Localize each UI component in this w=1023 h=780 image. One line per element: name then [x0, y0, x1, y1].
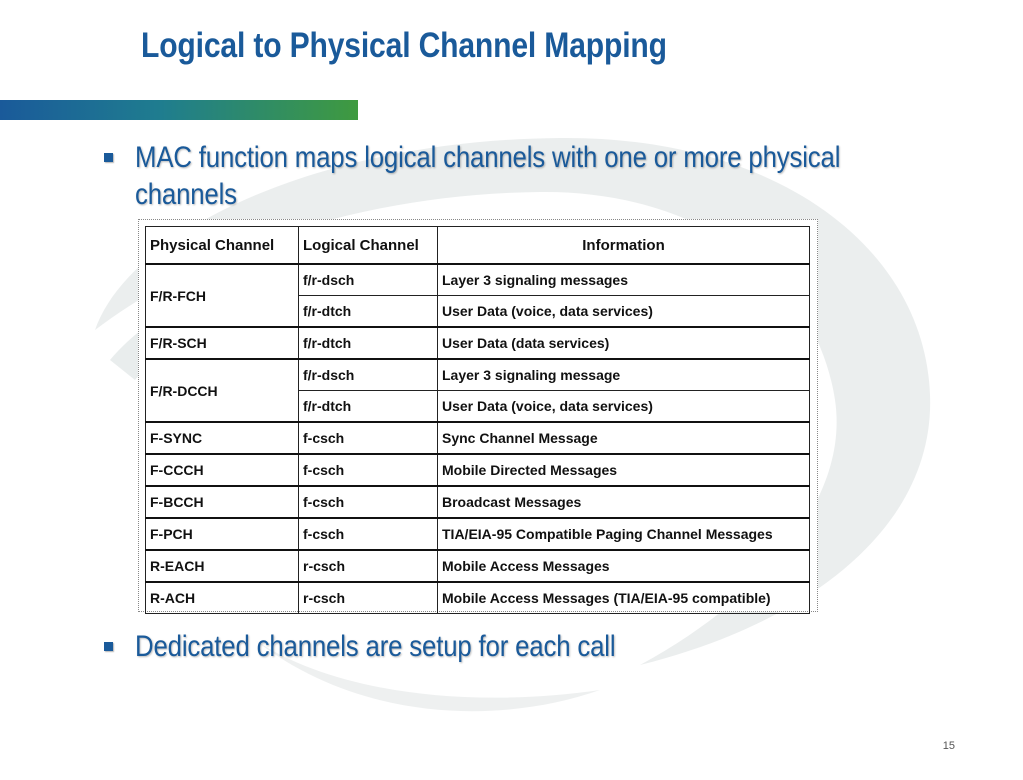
channel-mapping-table: Physical Channel Logical Channel Informa… — [145, 226, 810, 614]
logical-channel-cell: f/r-dsch — [298, 263, 438, 296]
information-cell: Layer 3 signaling messages — [437, 263, 810, 296]
information-cell: Mobile Directed Messages — [437, 453, 810, 487]
table-row: F/R-SCH f/r-dtch User Data (data service… — [145, 326, 810, 360]
logical-channel-cell: r-csch — [298, 549, 438, 583]
logical-channel-cell: f/r-dsch — [298, 358, 438, 391]
channel-mapping-table-frame: Physical Channel Logical Channel Informa… — [138, 219, 818, 614]
header-logical-channel: Logical Channel — [298, 226, 438, 265]
information-cell: Mobile Access Messages — [437, 549, 810, 583]
physical-channel-cell: F-PCH — [145, 517, 299, 551]
information-cell: Sync Channel Message — [437, 421, 810, 455]
logical-channel-cell: f/r-dtch — [298, 390, 438, 423]
information-cell: Layer 3 signaling message — [437, 358, 810, 391]
table-row: F/R-FCH f/r-dsch Layer 3 signaling messa… — [145, 263, 810, 328]
information-cell: User Data (voice, data services) — [437, 390, 810, 423]
information-cell: Mobile Access Messages (TIA/EIA-95 compa… — [437, 581, 810, 614]
logical-channel-cell: r-csch — [298, 581, 438, 614]
bullet-item: Dedicated channels are setup for each ca… — [104, 628, 694, 665]
information-cell: TIA/EIA-95 Compatible Paging Channel Mes… — [437, 517, 810, 551]
logical-channel-cell: f-csch — [298, 453, 438, 487]
logical-channel-cell: f/r-dtch — [298, 295, 438, 328]
header-information: Information — [437, 226, 810, 265]
information-cell: User Data (data services) — [437, 326, 810, 360]
square-bullet-icon — [104, 642, 113, 651]
table-row: R-ACH r-csch Mobile Access Messages (TIA… — [145, 581, 810, 614]
logical-channel-cell: f/r-dtch — [298, 326, 438, 360]
physical-channel-cell: R-ACH — [145, 581, 299, 614]
table-row: R-EACH r-csch Mobile Access Messages — [145, 549, 810, 583]
table-row: F-BCCH f-csch Broadcast Messages — [145, 485, 810, 519]
title-accent-bar — [0, 100, 358, 120]
physical-channel-cell: F-CCCH — [145, 453, 299, 487]
logical-channel-cell: f-csch — [298, 517, 438, 551]
square-bullet-icon — [104, 153, 113, 162]
slide-title: Logical to Physical Channel Mapping — [141, 26, 667, 65]
bullet-text: Dedicated channels are setup for each ca… — [135, 630, 616, 663]
logical-channel-cell: f-csch — [298, 485, 438, 519]
header-physical-channel: Physical Channel — [145, 226, 299, 265]
physical-channel-cell: F/R-DCCH — [145, 358, 299, 423]
page-number: 15 — [942, 740, 955, 752]
logical-channel-cell: f-csch — [298, 421, 438, 455]
physical-channel-cell: F-BCCH — [145, 485, 299, 519]
information-cell: User Data (voice, data services) — [437, 295, 810, 328]
bullet-item: MAC function maps logical channels with … — [104, 139, 1015, 213]
physical-channel-cell: F/R-SCH — [145, 326, 299, 360]
table-row: f/r-dtch User Data (voice, data services… — [146, 295, 810, 328]
bullet-text: MAC function maps logical channels with … — [135, 141, 841, 211]
table-header-row: Physical Channel Logical Channel Informa… — [145, 226, 810, 265]
table-row: F-CCCH f-csch Mobile Directed Messages — [145, 453, 810, 487]
information-cell: Broadcast Messages — [437, 485, 810, 519]
physical-channel-cell: F-SYNC — [145, 421, 299, 455]
physical-channel-cell: F/R-FCH — [145, 263, 299, 328]
table-row: F/R-DCCH f/r-dsch Layer 3 signaling mess… — [145, 358, 810, 423]
table-row: F-SYNC f-csch Sync Channel Message — [145, 421, 810, 455]
table-row: F-PCH f-csch TIA/EIA-95 Compatible Pagin… — [145, 517, 810, 551]
physical-channel-cell: R-EACH — [145, 549, 299, 583]
